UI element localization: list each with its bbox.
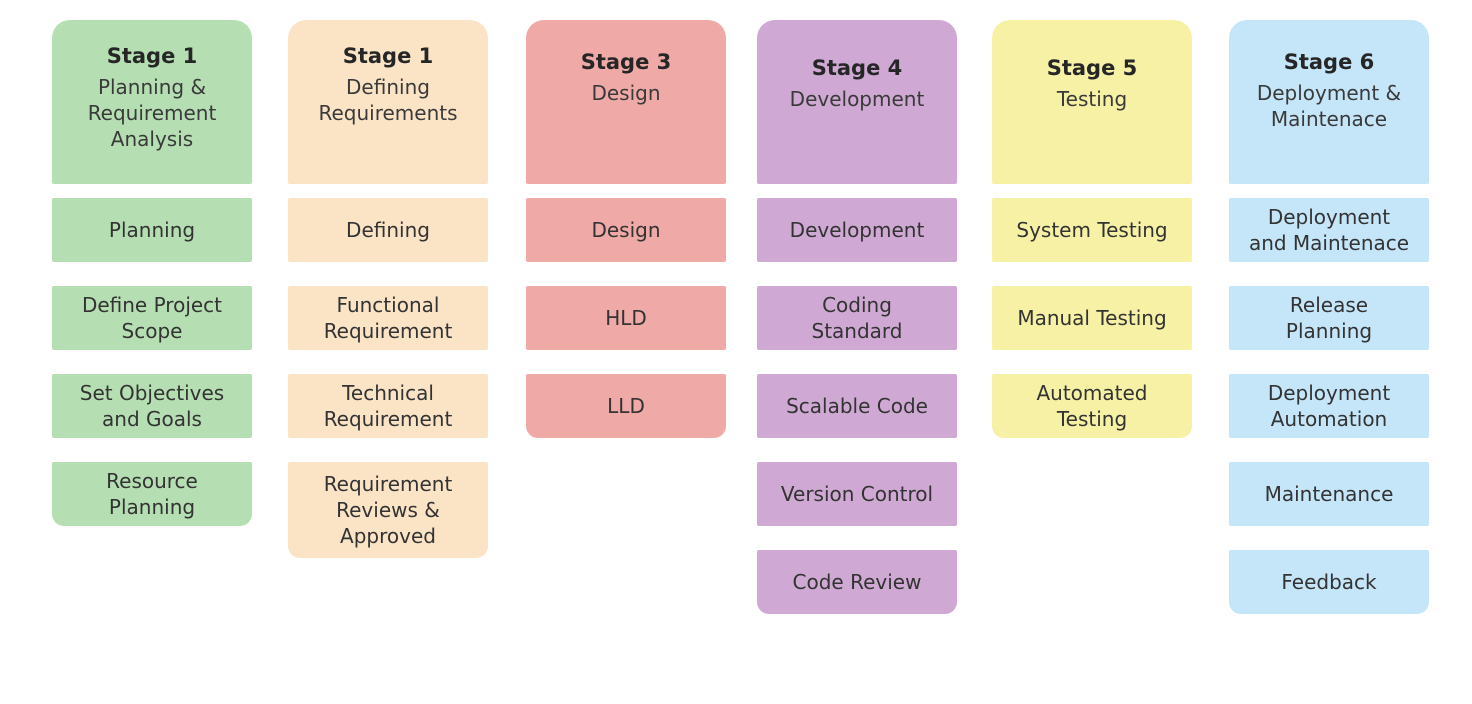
- stage-subtitle: Design: [591, 81, 661, 105]
- stage-item: Manual Testing: [992, 286, 1192, 350]
- stage-item: HLD: [526, 286, 726, 350]
- stage-item: Resource Planning: [52, 462, 252, 526]
- stage-subtitle: Testing: [1056, 87, 1128, 111]
- stage-item: Maintenance: [1229, 462, 1429, 526]
- stage-item: Functional Requirement: [288, 286, 488, 350]
- stage-item: Deployment and Maintenace: [1229, 198, 1429, 262]
- stage-title: Stage 5: [1046, 56, 1138, 80]
- stage-item: Release Planning: [1229, 286, 1429, 350]
- stage-subtitle: Deployment & Maintenace: [1256, 81, 1402, 131]
- stage-column-6: Stage 6 Deployment & Maintenace Deployme…: [1229, 20, 1429, 614]
- stage-column-5: Stage 5 Testing System Testing Manual Te…: [992, 20, 1192, 438]
- stage-item: Feedback: [1229, 550, 1429, 614]
- stage-item: Technical Requirement: [288, 374, 488, 438]
- stage-item: Define Project Scope: [52, 286, 252, 350]
- stage-title: Stage 1: [342, 44, 434, 68]
- stage-item: System Testing: [992, 198, 1192, 262]
- stage-subtitle: Development: [789, 87, 925, 111]
- stage-subtitle: Defining Requirements: [318, 75, 458, 125]
- stage-item: Development: [757, 198, 957, 262]
- stage-header: Stage 3 Design: [526, 20, 726, 184]
- stage-column-2: Stage 1 Defining Requirements Defining F…: [288, 20, 488, 558]
- stage-item: Defining: [288, 198, 488, 262]
- stage-title: Stage 6: [1283, 50, 1375, 74]
- stage-header: Stage 4 Development: [757, 20, 957, 184]
- stage-item: Set Objectives and Goals: [52, 374, 252, 438]
- stage-header: Stage 5 Testing: [992, 20, 1192, 184]
- stage-item: Version Control: [757, 462, 957, 526]
- stage-column-3: Stage 3 Design Design HLD LLD: [526, 20, 726, 438]
- stage-item: Automated Testing: [992, 374, 1192, 438]
- stage-item: LLD: [526, 374, 726, 438]
- stage-item: Code Review: [757, 550, 957, 614]
- stage-header: Stage 1 Planning & Requirement Analysis: [52, 20, 252, 184]
- stage-title: Stage 3: [580, 50, 672, 74]
- stage-title: Stage 4: [811, 56, 903, 80]
- stage-column-4: Stage 4 Development Development Coding S…: [757, 20, 957, 614]
- stage-column-1: Stage 1 Planning & Requirement Analysis …: [52, 20, 252, 526]
- stage-item: Coding Standard: [757, 286, 957, 350]
- stage-item: Scalable Code: [757, 374, 957, 438]
- stage-header: Stage 6 Deployment & Maintenace: [1229, 20, 1429, 184]
- stage-item: Design: [526, 198, 726, 262]
- stage-subtitle: Planning & Requirement Analysis: [87, 75, 217, 151]
- stage-item: Deployment Automation: [1229, 374, 1429, 438]
- stage-title: Stage 1: [106, 44, 198, 68]
- stage-header: Stage 1 Defining Requirements: [288, 20, 488, 184]
- stage-item: Planning: [52, 198, 252, 262]
- stage-item: Requirement Reviews & Approved: [288, 462, 488, 558]
